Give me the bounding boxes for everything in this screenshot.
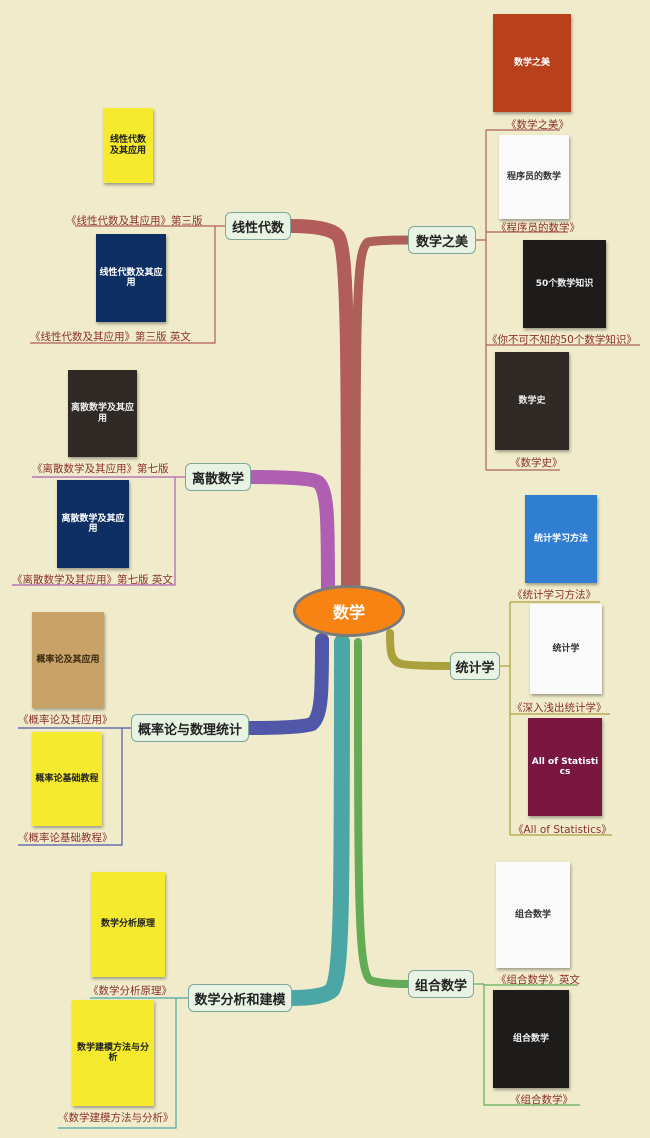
book-caption-beauty-of-math[interactable]: 《数学之美》 — [506, 119, 569, 131]
book-caption-math-for-programmers[interactable]: 《程序员的数学》 — [496, 222, 580, 234]
book-cover-math-for-programmers[interactable]: 程序员的数学 — [499, 135, 569, 219]
book-cover-title: 线性代数及其应用 — [109, 135, 146, 156]
book-caption-discrete-math-cn[interactable]: 《离散数学及其应用》第七版 — [32, 463, 169, 475]
subline-discrete-math — [12, 476, 185, 586]
connector-combinatorics — [354, 638, 412, 988]
book-cover-discrete-math-cn[interactable]: 离散数学及其应用 — [68, 370, 137, 457]
connector-linear-algebra — [283, 219, 355, 607]
book-cover-50-math-ideas[interactable]: 50个数学知识 — [523, 240, 606, 328]
book-caption-probability-first-course[interactable]: 《概率论基础教程》 — [18, 832, 113, 844]
book-cover-title: 离散数学及其应用 — [61, 513, 125, 534]
book-caption-head-first-statistics[interactable]: 《深入浅出统计学》 — [512, 702, 607, 714]
book-caption-mathematical-modeling[interactable]: 《数学建模方法与分析》 — [58, 1112, 174, 1124]
branch-combinatorics[interactable]: 组合数学 — [408, 970, 474, 998]
branch-statistics[interactable]: 统计学 — [450, 652, 500, 680]
book-cover-combinatorics-cn[interactable]: 组合数学 — [493, 990, 569, 1088]
book-cover-title: 程序员的数学 — [506, 171, 561, 182]
book-caption-discrete-math-en[interactable]: 《离散数学及其应用》第七版 英文 — [12, 574, 173, 586]
central-topic[interactable]: 数学 — [293, 585, 405, 637]
subline-analysis — [58, 997, 188, 1129]
book-cover-beauty-of-math[interactable]: 数学之美 — [493, 14, 571, 112]
book-cover-title: 数学之美 — [513, 57, 550, 68]
book-cover-title: 数学建模方法与分析 — [76, 1042, 149, 1063]
book-caption-linear-algebra-cn[interactable]: 《线性代数及其应用》第三版 — [66, 215, 203, 227]
book-caption-combinatorics-cn[interactable]: 《组合数学》 — [510, 1094, 573, 1106]
book-caption-all-of-statistics[interactable]: 《All of Statistics》 — [513, 824, 612, 836]
book-cover-title: 概率论基础教程 — [35, 773, 99, 784]
branch-analysis[interactable]: 数学分析和建模 — [188, 984, 292, 1012]
connector-discrete-math — [243, 470, 335, 605]
book-cover-title: 概率论及其应用 — [36, 654, 100, 665]
subline-combinatorics — [474, 983, 580, 1106]
connector-analysis — [284, 634, 350, 1006]
book-cover-title: 数学史 — [518, 395, 546, 406]
book-cover-title: 离散数学及其应用 — [71, 403, 135, 424]
book-cover-title: All of Statistics — [531, 756, 599, 777]
book-cover-title: 统计学习方法 — [533, 533, 588, 544]
book-caption-statistical-learning[interactable]: 《统计学习方法》 — [512, 589, 596, 601]
branch-probability[interactable]: 概率论与数理统计 — [131, 714, 249, 742]
subline-linear-algebra — [30, 225, 225, 344]
book-caption-mathematical-analysis[interactable]: 《数学分析原理》 — [88, 985, 172, 997]
book-cover-all-of-statistics[interactable]: All of Statistics — [528, 718, 602, 816]
book-cover-title: 数学分析原理 — [100, 919, 155, 930]
book-cover-title: 统计学 — [552, 643, 580, 654]
book-cover-combinatorics-en[interactable]: 组合数学 — [496, 862, 570, 968]
book-caption-50-math-ideas[interactable]: 《你不可不知的50个数学知识》 — [487, 334, 637, 346]
branch-discrete-math[interactable]: 离散数学 — [185, 463, 251, 491]
book-caption-history-of-math[interactable]: 《数学史》 — [510, 457, 563, 469]
subline-statistics — [500, 601, 612, 836]
book-cover-title: 50个数学知识 — [535, 278, 594, 289]
book-cover-statistical-learning[interactable]: 统计学习方法 — [525, 495, 597, 583]
connector-beauty — [351, 235, 415, 605]
book-cover-history-of-math[interactable]: 数学史 — [495, 352, 569, 450]
book-cover-title: 线性代数及其应用 — [99, 267, 163, 288]
book-cover-probability-first-course[interactable]: 概率论基础教程 — [32, 732, 102, 826]
book-cover-linear-algebra-cn[interactable]: 线性代数及其应用 — [103, 108, 153, 183]
book-cover-probability-applications[interactable]: 概率论及其应用 — [32, 612, 104, 708]
book-cover-mathematical-modeling[interactable]: 数学建模方法与分析 — [72, 1000, 154, 1106]
connector-probability — [243, 633, 329, 735]
book-cover-discrete-math-en[interactable]: 离散数学及其应用 — [57, 480, 129, 568]
branch-beauty[interactable]: 数学之美 — [408, 226, 476, 254]
subline-probability — [18, 727, 131, 846]
connector-statistics — [386, 629, 454, 670]
book-cover-mathematical-analysis[interactable]: 数学分析原理 — [91, 872, 165, 977]
book-cover-head-first-statistics[interactable]: 统计学 — [530, 604, 602, 694]
book-cover-title: 组合数学 — [512, 1033, 549, 1044]
subline-beauty — [476, 129, 640, 471]
branch-linear-algebra[interactable]: 线性代数 — [225, 212, 291, 240]
book-cover-linear-algebra-en[interactable]: 线性代数及其应用 — [96, 234, 166, 322]
book-caption-probability-applications[interactable]: 《概率论及其应用》 — [18, 714, 113, 726]
book-caption-linear-algebra-en[interactable]: 《线性代数及其应用》第三版 英文 — [30, 331, 191, 343]
book-caption-combinatorics-en[interactable]: 《组合数学》英文 — [496, 974, 580, 986]
book-cover-title: 组合数学 — [514, 909, 551, 920]
